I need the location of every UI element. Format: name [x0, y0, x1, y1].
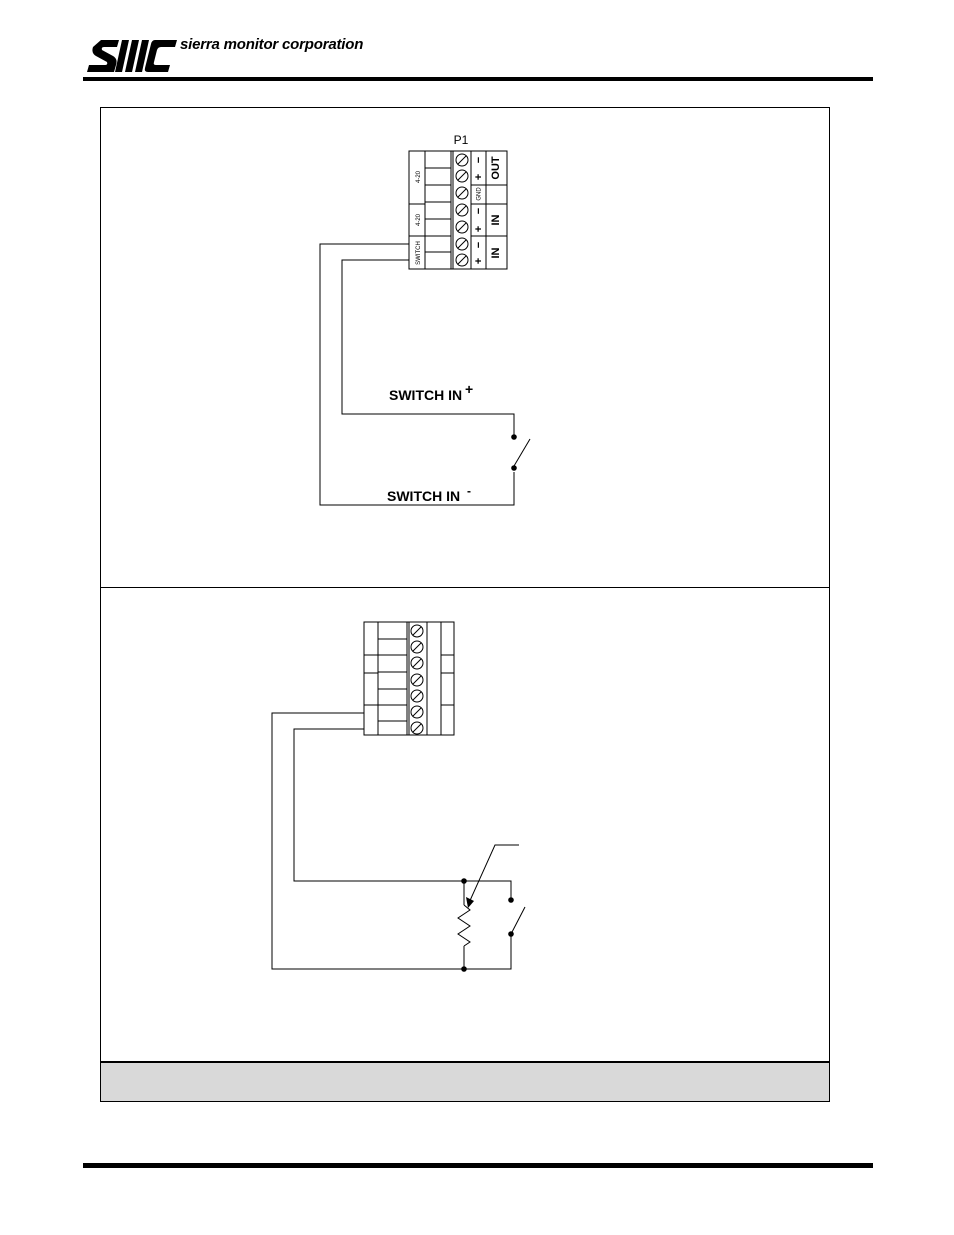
- wire-switch-minus: [320, 244, 514, 505]
- resistor: [458, 905, 470, 946]
- screw-terminal: [456, 254, 468, 266]
- label-switch-plus: +: [473, 258, 485, 264]
- screw-terminal: [411, 690, 423, 702]
- label-gnd: GND: [477, 187, 483, 201]
- switch-contact-bottom: [508, 931, 514, 937]
- switch-contact-top: [511, 434, 517, 440]
- junction-top: [461, 878, 467, 884]
- label-group-out: OUT: [490, 156, 502, 180]
- screw-terminal: [456, 170, 468, 182]
- label-4-20-out: 4-20: [416, 170, 422, 183]
- switch-blade: [511, 907, 525, 934]
- screw-terminals: [411, 625, 423, 734]
- label-group-in: IN: [490, 214, 502, 225]
- screw-terminal: [456, 187, 468, 199]
- label-in-plus: +: [473, 226, 485, 232]
- screw-terminal: [456, 238, 468, 250]
- label-out-minus: −: [473, 157, 485, 163]
- figure-caption-bar: [101, 1061, 829, 1101]
- company-name: sierra monitor corporation: [180, 36, 363, 53]
- connector-label: P1: [454, 133, 469, 147]
- label-out-plus: +: [473, 174, 485, 180]
- label-4-20-in: 4-20: [416, 213, 422, 226]
- screw-terminal: [411, 674, 423, 686]
- screw-terminals: [456, 154, 468, 266]
- screw-terminal: [456, 204, 468, 216]
- switch-in-plus-label: SWITCH IN: [389, 387, 462, 403]
- label-switch-minus: −: [473, 242, 485, 248]
- switch-in-minus-label: SWITCH IN: [387, 488, 460, 504]
- wire-switch-plus: [294, 729, 511, 900]
- header-rule: [83, 77, 873, 81]
- switch-in-minus-sup: -: [467, 484, 471, 498]
- switch-contact-bottom: [511, 465, 517, 471]
- footer-rule: [83, 1163, 873, 1168]
- label-switch: SWITCH: [416, 241, 422, 265]
- screw-terminal: [411, 706, 423, 718]
- screw-terminal: [456, 221, 468, 233]
- smc-logo: [85, 38, 177, 74]
- screw-terminal: [456, 154, 468, 166]
- label-in-minus: −: [473, 208, 485, 214]
- switch-wiring-diagram: P1 4-20 4-20 SWITCH − + GND − + − + OUT …: [101, 108, 829, 587]
- label-group-switch-in: IN: [490, 247, 502, 258]
- screw-terminal: [411, 625, 423, 637]
- junction-bottom: [461, 966, 467, 972]
- switch-contact-top: [508, 897, 514, 903]
- wire-switch-plus: [342, 260, 514, 437]
- wire-switch-minus: [272, 713, 511, 969]
- switch-blade: [514, 439, 530, 466]
- resistor-arrow-head: [466, 897, 474, 908]
- resistor-switch-wiring-diagram: [101, 588, 829, 1061]
- diagram-frame: P1 4-20 4-20 SWITCH − + GND − + − + OUT …: [100, 107, 830, 1102]
- screw-terminal: [411, 641, 423, 653]
- screw-terminal: [411, 722, 423, 734]
- screw-terminal: [411, 657, 423, 669]
- switch-in-plus-sup: +: [465, 381, 473, 397]
